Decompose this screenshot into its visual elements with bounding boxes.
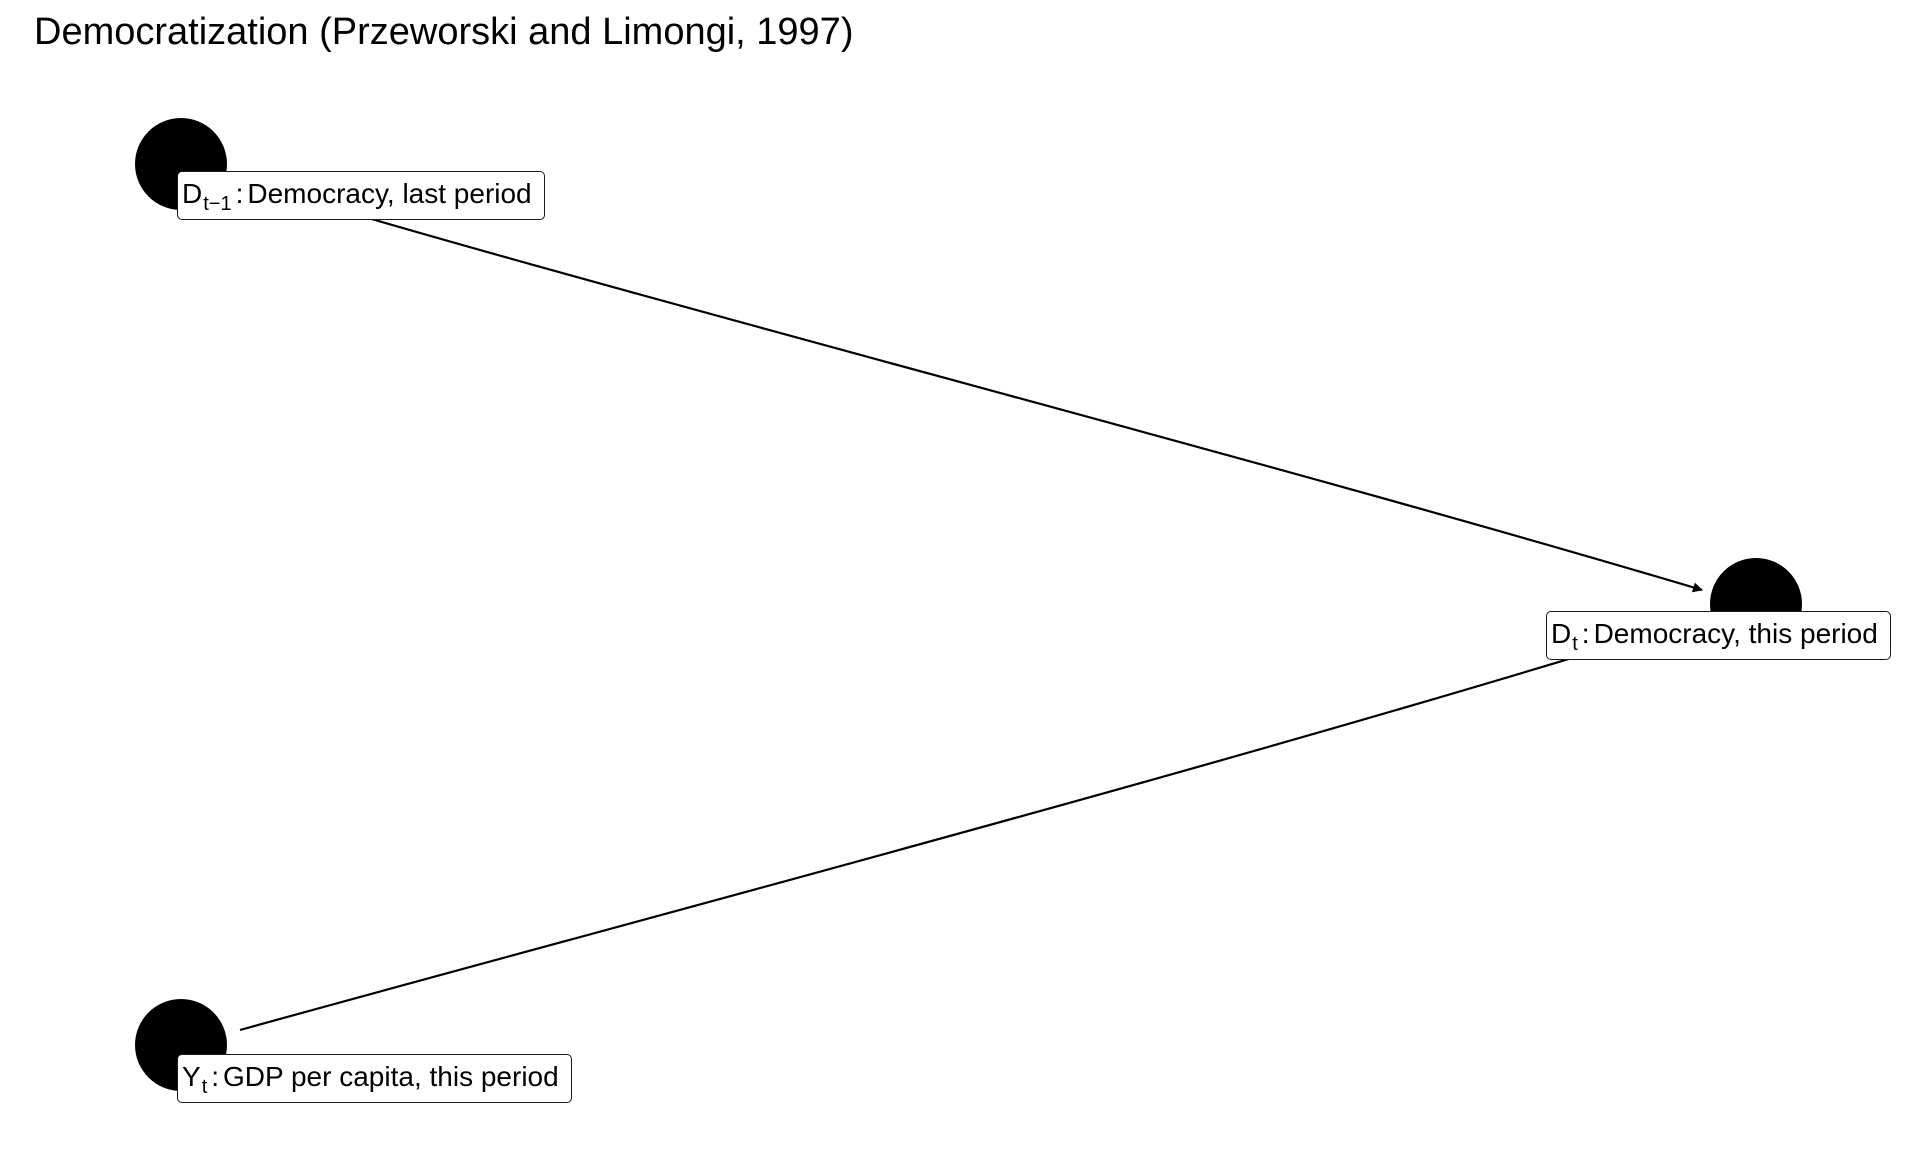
diagram-title: Democratization (Przeworski and Limongi,… (34, 11, 854, 53)
label-d-now-text: Democracy, this period (1593, 618, 1878, 649)
label-y-now-subscript: t (201, 1076, 208, 1098)
label-d-now-subscript: t (1572, 633, 1578, 655)
label-d-now: Dt:Democracy, this period (1546, 611, 1891, 660)
label-d-now-symbol: D (1551, 618, 1572, 649)
label-d-lag-text: Democracy, last period (247, 178, 532, 209)
label-y-now-separator: : (211, 1061, 220, 1092)
label-d-now-separator: : (1581, 618, 1590, 649)
label-d-lag-separator: : (235, 178, 244, 209)
label-y-now: Yt:GDP per capita, this period (177, 1054, 572, 1103)
label-d-lag: Dt−1:Democracy, last period (177, 171, 545, 220)
edge-y-now-to-d-now (239, 615, 1703, 1032)
label-d-lag-symbol: D (182, 178, 203, 209)
label-y-now-text: GDP per capita, this period (223, 1061, 559, 1092)
label-y-now-symbol: Y (182, 1061, 201, 1092)
edge-d-lag-to-d-now (239, 178, 1703, 593)
label-d-lag-subscript: t−1 (203, 193, 232, 215)
